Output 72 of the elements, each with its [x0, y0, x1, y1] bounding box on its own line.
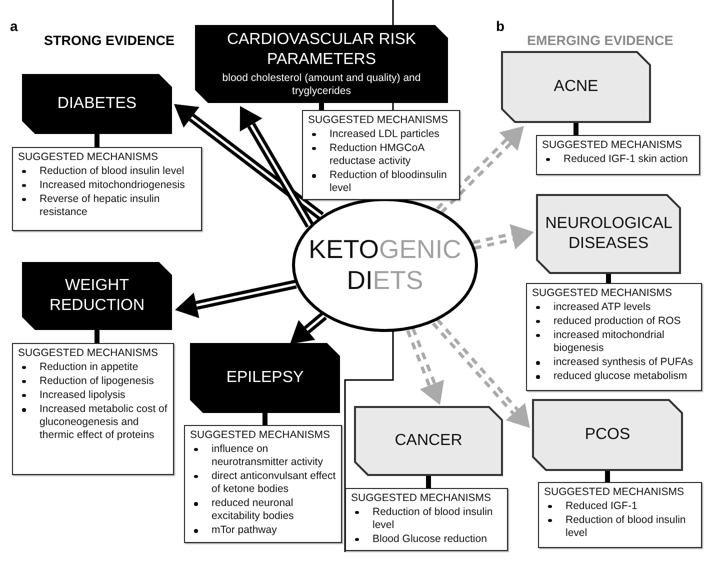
condition-title: CARDIOVASCULAR RISK PARAMETERS: [226, 30, 418, 70]
condition-box: [22, 74, 172, 134]
mechanism-heading: SUGGESTED MECHANISMS: [544, 486, 686, 500]
mechanism-heading: SUGGESTED MECHANISMS: [18, 347, 160, 361]
double-line-arrow: [290, 312, 327, 344]
mechanism-item: Reduction of lipogenesis: [40, 374, 154, 388]
dashed-arrow: [432, 318, 530, 428]
connector-line: [606, 273, 611, 283]
section-heading: EMERGING EVIDENCE: [527, 33, 674, 48]
mechanism-item: Reduction of blood insulin level: [40, 164, 184, 178]
mechanism-item: Reduction of bloodinsulin level: [330, 169, 448, 196]
condition-title: WEIGHT REDUCTION: [48, 276, 146, 316]
mechanism-heading: SUGGESTED MECHANISMS: [308, 114, 450, 128]
connector-line: [574, 122, 578, 135]
connector-line: [426, 475, 431, 488]
connector-line: [262, 413, 268, 425]
condition-box: [502, 52, 650, 122]
condition-title: CANCER: [394, 431, 462, 451]
connector-line: [94, 330, 100, 343]
mechanism-box: [345, 488, 508, 552]
mechanism-item: Increased metabolic cost of gluconeogenesis and thermic effect of proteins: [40, 403, 168, 442]
mechanism-box: [12, 343, 174, 475]
condition-box: [537, 195, 680, 273]
connector-line: [319, 103, 324, 110]
double-line-arrow: [174, 104, 324, 220]
mechanism-item: Reverse of hepatic insulin resistance: [40, 192, 161, 220]
condition-title: DIABETES: [57, 94, 137, 114]
mechanism-item: Blood Glucose reduction: [372, 532, 487, 546]
condition-box: [195, 25, 448, 103]
mechanism-item: reduced production of ROS: [554, 314, 681, 328]
mechanism-box: [12, 147, 202, 231]
condition-box: [355, 407, 502, 475]
mechanism-box: [526, 283, 702, 391]
mechanism-heading: SUGGESTED MECHANISMS: [351, 492, 492, 506]
mechanism-item: Reduction of blood insulin level: [372, 506, 494, 532]
mechanism-item: reduced glucose metabolism: [554, 370, 688, 384]
condition-subtitle: blood cholesterol (amount and quality) and tryglycerides: [221, 72, 422, 98]
mechanism-box: [538, 482, 702, 548]
mechanism-heading: SUGGESTED MECHANISMS: [542, 139, 684, 153]
mechanism-item: mTor pathway: [212, 524, 277, 538]
double-line-arrow: [175, 280, 297, 318]
dashed-arrow: [436, 126, 524, 214]
condition-title: NEUROLOGICAL DISEASES: [545, 214, 672, 254]
condition-box: [533, 400, 682, 470]
mechanism-item: Increased mitochondriogenesis: [40, 178, 185, 192]
mechanism-item: Increased LDL particles: [330, 128, 440, 141]
mechanism-item: Reduction of blood insulin level: [566, 514, 687, 540]
mechanism-heading: SUGGESTED MECHANISMS: [532, 287, 674, 301]
condition-box: [190, 343, 340, 413]
connector-line: [605, 470, 610, 482]
mechanism-box: [302, 110, 460, 200]
dashed-arrow: [472, 224, 534, 250]
panel-letter: a: [10, 18, 18, 34]
condition-title: PCOS: [584, 425, 630, 445]
double-line-arrow: [240, 106, 314, 228]
mechanism-item: Reduction in appetite: [40, 360, 138, 374]
mechanism-item: Reduced IGF-1: [566, 500, 638, 513]
mechanism-box: [536, 135, 700, 175]
condition-box: [22, 262, 172, 330]
condition-title: ACNE: [554, 77, 598, 97]
mechanism-heading: SUGGESTED MECHANISMS: [190, 429, 332, 443]
section-heading: STRONG EVIDENCE: [44, 33, 175, 48]
mechanism-item: Reduction HMGCoA reductase activity: [330, 142, 426, 168]
mechanism-heading: SUGGESTED MECHANISMS: [18, 151, 160, 165]
condition-title: EPILEPSY: [226, 368, 304, 388]
mechanism-item: increased ATP levels: [554, 300, 651, 314]
mechanism-item: Increased lipolysis: [40, 388, 126, 402]
mechanism-box: [184, 425, 342, 543]
panel-letter: b: [496, 18, 505, 34]
mechanism-item: increased synthesis of PUFAs: [554, 356, 693, 370]
mechanism-item: Reduced IGF-1 skin action: [564, 152, 688, 166]
connector-line: [94, 134, 100, 147]
